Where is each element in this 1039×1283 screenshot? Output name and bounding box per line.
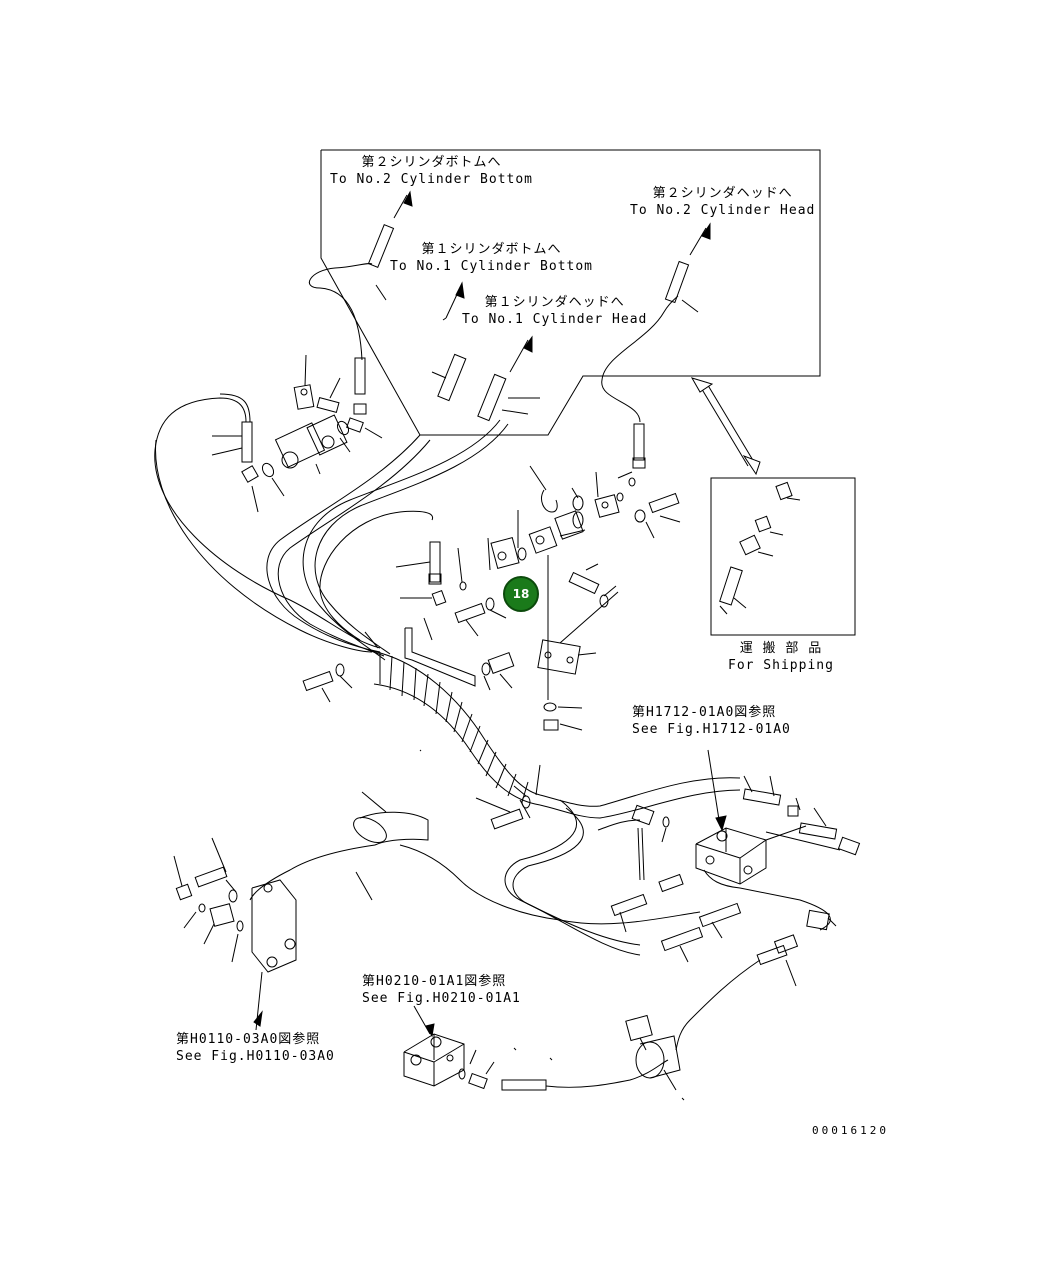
callout-18[interactable]: 18	[503, 576, 539, 612]
shipping-elbow	[740, 535, 773, 556]
label-cyl1-bottom-jp: 第１シリンダボトムへ	[421, 242, 562, 257]
label-cyl2-bottom-en: To No.2 Cylinder Bottom	[330, 172, 534, 187]
label-for-shipping: 運 搬 部 品 For Shipping	[728, 640, 834, 674]
label-for-shipping-en: For Shipping	[728, 658, 834, 673]
ref-h0210[interactable]: 第H0210-01A1図参照 See Fig.H0210-01A1	[362, 973, 521, 1007]
ref-h1712[interactable]: 第H1712-01A0図参照 See Fig.H1712-01A0	[632, 704, 791, 738]
shipping-parts-box	[692, 378, 855, 635]
label-cyl1-bottom-en: To No.1 Cylinder Bottom	[390, 259, 594, 274]
ref-h0110-en: See Fig.H0110-03A0	[176, 1049, 335, 1064]
label-cyl1-head-en: To No.1 Cylinder Head	[462, 312, 648, 327]
ref-h0210-jp: 第H0210-01A1図参照	[362, 974, 507, 989]
label-cyl1-bottom: 第１シリンダボトムへ To No.1 Cylinder Bottom	[390, 241, 593, 275]
spiral-wrapped-bundle	[365, 632, 740, 955]
label-cyl2-head-jp: 第２シリンダヘッドへ	[652, 186, 793, 201]
upper-hoses	[309, 192, 710, 422]
misc-hose-left	[156, 440, 530, 829]
lower-right-valve	[598, 750, 860, 1050]
shipping-hose-end	[720, 567, 746, 614]
label-cyl1-head: 第１シリンダヘッドへ To No.1 Cylinder Head	[462, 294, 647, 328]
ref-h1712-en: See Fig.H1712-01A0	[632, 722, 791, 737]
bottom-valve-h0210	[404, 1006, 684, 1100]
lower-left-valve	[174, 792, 428, 1030]
label-cyl2-bottom: 第２シリンダボトムへ To No.2 Cylinder Bottom	[330, 154, 533, 188]
shipping-fitting-2	[755, 516, 783, 535]
ref-h0110[interactable]: 第H0110-03A0図参照 See Fig.H0110-03A0	[176, 1031, 335, 1065]
upper-hose-frame	[321, 150, 820, 435]
label-cyl1-head-jp: 第１シリンダヘッドへ	[484, 295, 625, 310]
ref-h0110-jp: 第H0110-03A0図参照	[176, 1032, 321, 1047]
main-hoses	[267, 420, 508, 660]
callout-18-label: 18	[512, 587, 530, 601]
left-fittings-cluster	[155, 355, 382, 648]
shipping-fitting-1	[776, 482, 800, 500]
label-for-shipping-jp: 運 搬 部 品	[739, 641, 823, 656]
document-number: 00016120	[812, 1124, 889, 1137]
clamp-bracket-group	[303, 424, 680, 730]
label-cyl2-head: 第２シリンダヘッドへ To No.2 Cylinder Head	[630, 185, 815, 219]
ref-h1712-jp: 第H1712-01A0図参照	[632, 705, 777, 720]
label-cyl2-head-en: To No.2 Cylinder Head	[630, 203, 816, 218]
ref-h0210-en: See Fig.H0210-01A1	[362, 991, 521, 1006]
label-cyl2-bottom-jp: 第２シリンダボトムへ	[361, 155, 502, 170]
